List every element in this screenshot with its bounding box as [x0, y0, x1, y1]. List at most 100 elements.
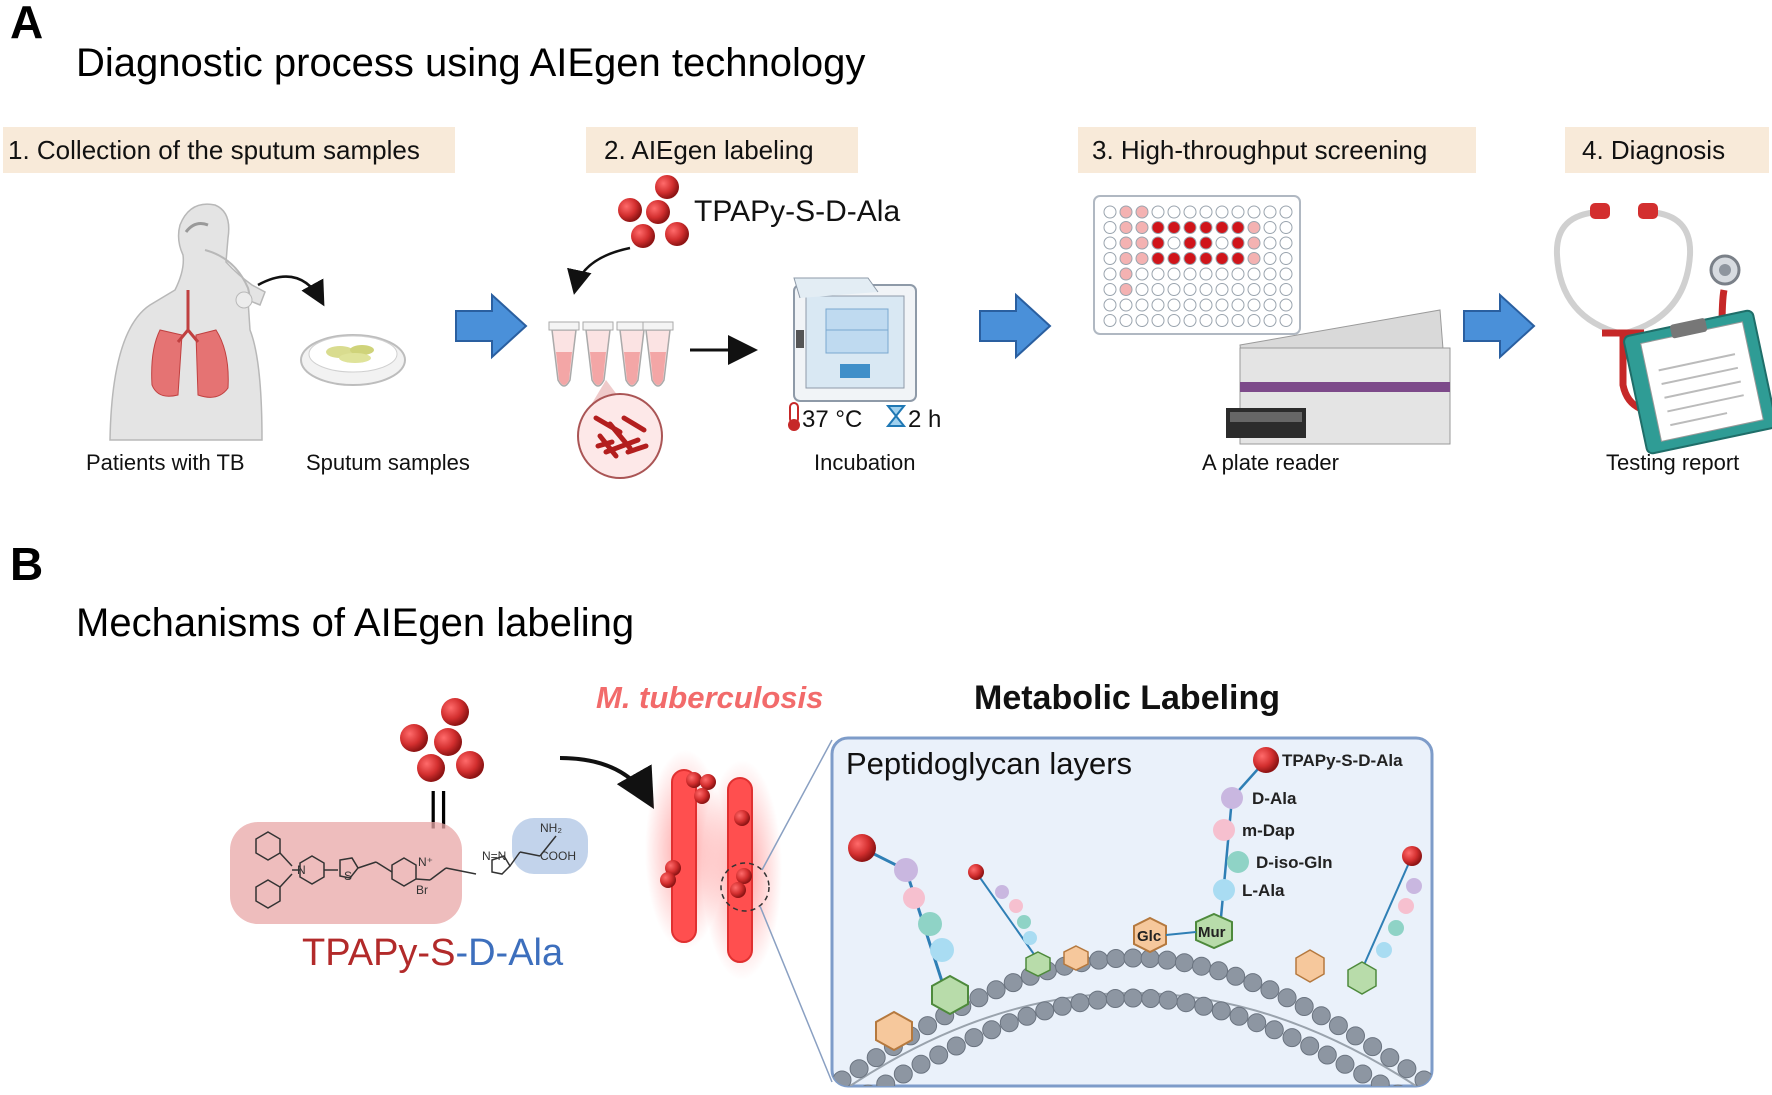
plate-well [1119, 314, 1133, 327]
sugar-label-mur: Mur [1198, 924, 1226, 941]
plate-well [1247, 252, 1261, 265]
lipid-head [1174, 953, 1194, 973]
lipid-head [1105, 989, 1125, 1008]
side-chain-main [1133, 747, 1279, 954]
plate-well [1199, 252, 1213, 265]
panel-a-letter: A [10, 0, 43, 48]
lipid-head [999, 1013, 1019, 1033]
plate-well [1103, 205, 1117, 219]
lipid-head [911, 1054, 931, 1074]
chain-label-m-dap: m-Dap [1242, 821, 1295, 840]
plate-well [1279, 236, 1293, 250]
plate-well [1279, 283, 1293, 296]
bacteria-icon [645, 739, 833, 1083]
lipid-head [1052, 996, 1072, 1016]
caption-sputum: Sputum samples [306, 450, 470, 475]
plate-well [1199, 236, 1213, 250]
incubator-icon [793, 277, 917, 402]
plate-well [1103, 314, 1117, 327]
hourglass-icon [885, 405, 907, 427]
time-label: 2 h [908, 406, 941, 433]
chem-label-cooh: COOH [540, 849, 576, 863]
lipid-head [1035, 1001, 1055, 1021]
cough-arrow [257, 275, 325, 307]
plate-well [1263, 252, 1277, 265]
plate-well [1135, 314, 1149, 327]
lipid-head [1003, 973, 1023, 993]
lipid-head [1088, 990, 1108, 1010]
step-box-1: 1. Collection of the sputum samples [3, 127, 455, 173]
plate-well [1167, 221, 1181, 234]
plate-well [1119, 221, 1133, 234]
lipid-head [1277, 988, 1297, 1008]
plate-well [1231, 236, 1245, 250]
lipid-head [849, 1059, 869, 1079]
lipid-head [1158, 990, 1178, 1010]
plate-well [1215, 298, 1229, 312]
chain-label-l-ala: L-Ala [1242, 881, 1285, 900]
lipid-head [1397, 1059, 1417, 1079]
bacteria-zoom-icon [577, 380, 663, 479]
chain-label-tpapy: TPAPy-S-D-Ala [1282, 751, 1403, 770]
plate-well [1119, 283, 1133, 296]
lipid-head [1346, 1026, 1365, 1046]
plate-well [1167, 236, 1181, 250]
temperature-label: 37 °C [802, 406, 862, 433]
metabolic-title: Metabolic Labeling [974, 679, 1280, 717]
chem-label-triazole: N=N [482, 849, 506, 863]
lipid-head [1311, 1006, 1331, 1026]
lipid-head [1017, 1006, 1037, 1026]
plate-well [1151, 267, 1165, 281]
plate-well [1231, 283, 1245, 296]
clipboard-icon [1623, 309, 1772, 455]
plate-well [1119, 252, 1133, 265]
panel-b-letter: B [10, 538, 43, 590]
plate-well [1167, 298, 1181, 312]
sample-tubes-icon [548, 321, 674, 387]
lipid-head [1123, 948, 1143, 968]
patient-illustration [109, 203, 266, 441]
lipid-head [918, 1016, 938, 1036]
plate-well [1151, 221, 1165, 234]
chem-label-br: Br [416, 883, 428, 897]
lipid-head [969, 988, 989, 1008]
lipid-head [1294, 997, 1314, 1016]
plate-well [1119, 298, 1133, 312]
plate-well [1231, 267, 1245, 281]
petri-dish-icon [300, 334, 406, 386]
lipid-head [893, 1064, 913, 1084]
chain-label-d-iso-gln: D-iso-Gln [1256, 853, 1333, 872]
caption-patients: Patients with TB [86, 450, 245, 475]
labeling-arrow [559, 756, 654, 809]
well-plate-icon [1093, 195, 1301, 335]
plate-well [1247, 267, 1261, 281]
lipid-head [964, 1028, 984, 1048]
lipid-head [1282, 1028, 1302, 1048]
reagent-label: TPAPy-S-D-Ala [694, 195, 900, 228]
plate-well [1199, 221, 1213, 234]
plate-well [1151, 283, 1165, 296]
plate-well [1247, 205, 1261, 219]
plate-well [1103, 298, 1117, 312]
lipid-head [1300, 1036, 1320, 1056]
lipid-head [876, 1074, 896, 1086]
plate-well [1231, 221, 1245, 234]
plate-well [1215, 236, 1229, 250]
plate-well [1215, 283, 1229, 296]
molecule-name-red: TPAPy-S [302, 932, 455, 974]
plate-well [1231, 314, 1245, 327]
plate-well [1167, 205, 1181, 219]
lipid-head [1264, 1020, 1284, 1040]
lipid-head [1229, 1006, 1249, 1026]
plate-well [1215, 267, 1229, 281]
molecule-name: TPAPy-S-D-Ala [302, 932, 564, 974]
sugar-label-glc: Glc [1137, 928, 1161, 945]
plate-well [1119, 236, 1133, 250]
lipid-head [1211, 1001, 1231, 1021]
lipid-head [946, 1036, 966, 1056]
plate-well [1279, 221, 1293, 234]
step-box-3: 3. High-throughput screening [1078, 127, 1476, 173]
plate-well [1151, 205, 1165, 219]
plate-well [1103, 267, 1117, 281]
